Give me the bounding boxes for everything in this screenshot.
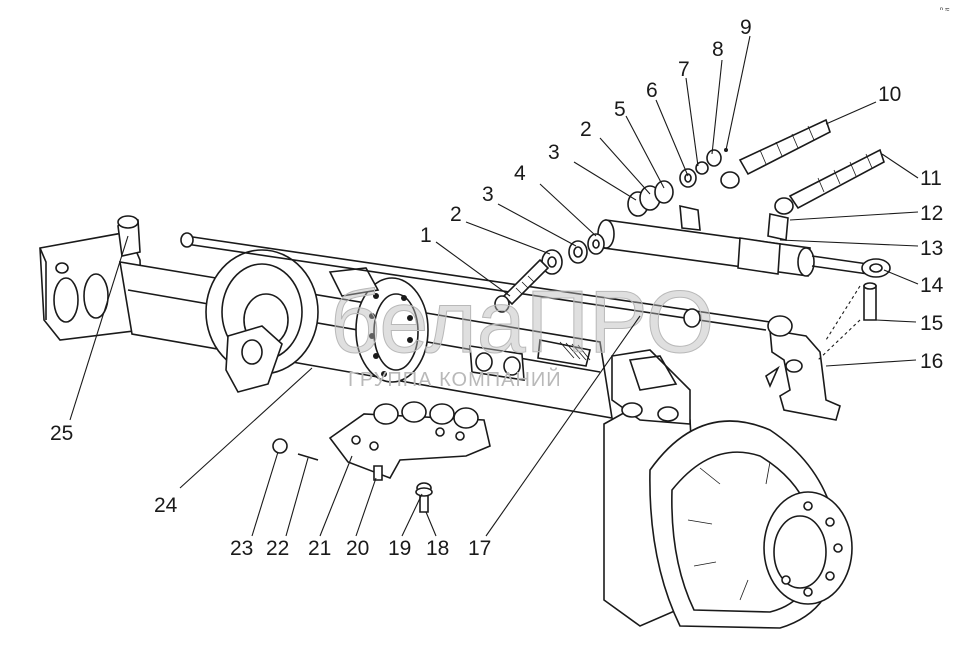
callout-18: 18 [426, 537, 449, 560]
callout-8: 8 [712, 38, 724, 61]
callout-12: 12 [920, 202, 943, 225]
axle-housing [39, 231, 613, 419]
callout-3b: 3 [482, 183, 494, 206]
callout-17: 17 [468, 537, 491, 560]
callout-labels: 9 8 7 6 10 5 2 3 4 11 3 12 2 13 1 14 15 … [50, 16, 944, 560]
callout-3a: 3 [548, 141, 560, 164]
callout-7: 7 [678, 58, 690, 81]
callout-10: 10 [878, 83, 901, 106]
callout-16: 16 [920, 350, 943, 373]
hydraulic-hoses [720, 118, 885, 215]
watermark: белаПРО ГРУППА КОМПАНИЙ [330, 272, 715, 392]
callout-23: 23 [230, 537, 253, 560]
pin-bolt [494, 258, 550, 313]
left-ball-joint [117, 215, 141, 257]
callout-11: 11 [920, 167, 942, 190]
callout-2b: 2 [450, 203, 462, 226]
callout-6: 6 [646, 79, 658, 102]
callout-22: 22 [266, 537, 289, 560]
final-drive-housing [603, 349, 853, 629]
callout-9: 9 [740, 16, 752, 39]
callout-14: 14 [920, 274, 944, 297]
watermark-brand: белаПРО [330, 272, 714, 371]
callout-15: 15 [920, 312, 943, 335]
stop-plate [328, 401, 491, 479]
pin-15 [817, 282, 877, 361]
callout-1: 1 [420, 224, 432, 247]
small-hardware [272, 438, 433, 513]
leader-lines [69, 35, 919, 537]
callout-19: 19 [388, 537, 411, 560]
callout-13: 13 [920, 237, 943, 260]
callout-2a: 2 [580, 118, 592, 141]
callout-5: 5 [614, 98, 626, 121]
watermark-subtitle: ГРУППА КОМПАНИЙ [348, 367, 562, 391]
callout-24: 24 [154, 494, 178, 517]
steering-arm [765, 315, 841, 421]
callout-20: 20 [346, 537, 369, 560]
callout-21: 21 [308, 537, 331, 560]
tie-rod [180, 232, 771, 331]
callout-25: 25 [50, 422, 73, 445]
callout-4a: 4 [514, 162, 526, 185]
corner-mark: ⁿ ≈ [940, 5, 950, 14]
